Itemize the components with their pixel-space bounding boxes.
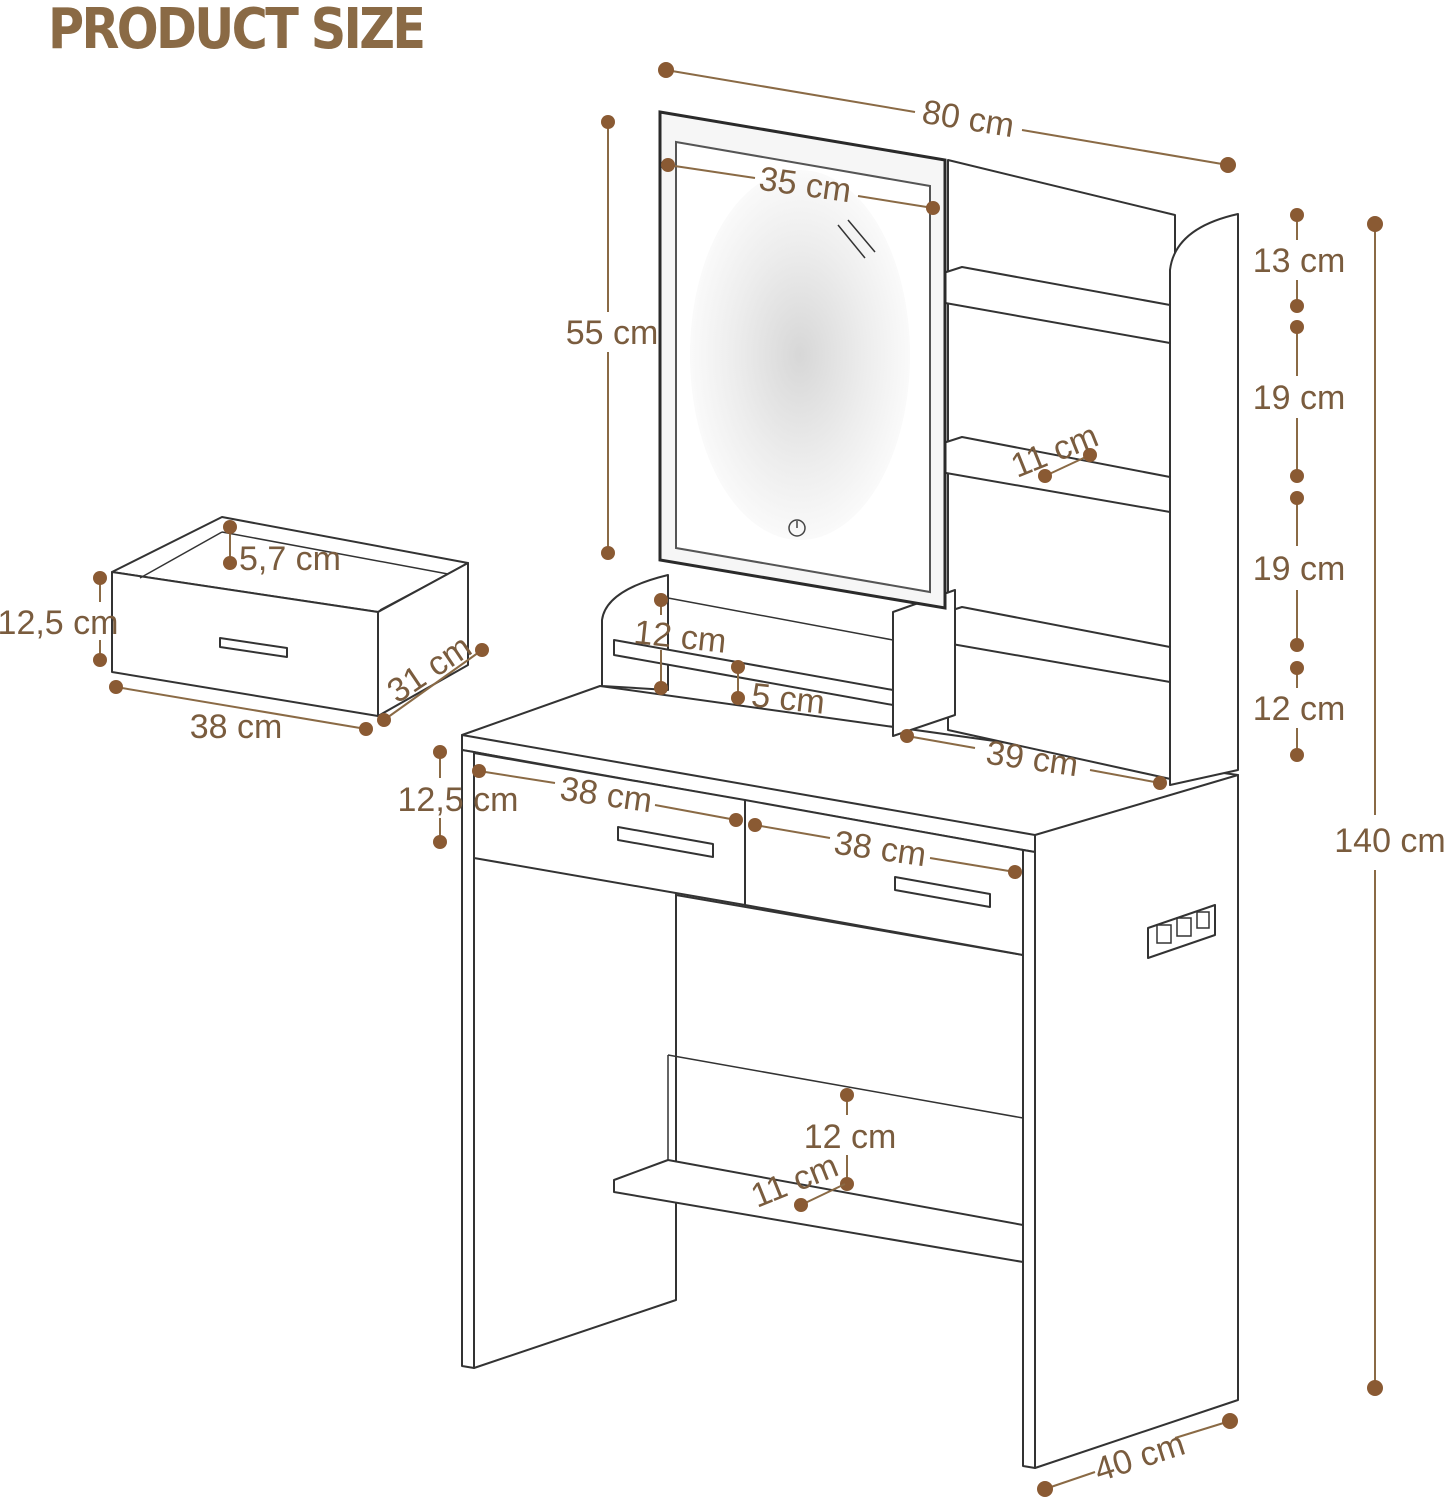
- dimension-lines: [93, 62, 1383, 1497]
- label-total-height: 140 cm: [1334, 822, 1446, 860]
- hutch-right-side: [1169, 213, 1239, 786]
- drawer-handle: [219, 637, 288, 658]
- label-bottom-shelf-height: 12 cm: [804, 1118, 897, 1156]
- label-shelf-gap-4: 12 cm: [1253, 690, 1346, 728]
- label-drawer-height-front: 12,5 cm: [398, 781, 519, 819]
- label-drawer-width: 38 cm: [190, 708, 283, 746]
- power-icon[interactable]: [788, 519, 806, 537]
- label-mirror-height: 55 cm: [566, 314, 659, 352]
- drawer-left-handle[interactable]: [617, 826, 714, 858]
- mirror-reflection-2: [847, 219, 876, 253]
- table-body: [461, 685, 1239, 1469]
- power-socket-icon: [1147, 904, 1216, 959]
- label-shelf-gap-2: 19 cm: [1253, 379, 1346, 417]
- hutch-lower-side: [892, 589, 956, 737]
- left-leg-edge: [461, 749, 475, 1369]
- front-right-leg: [1022, 849, 1036, 1469]
- detached-drawer: [111, 516, 469, 717]
- label-shelf-gap-3: 19 cm: [1253, 550, 1346, 588]
- led-mirror: [658, 110, 947, 610]
- label-total-width: 80 cm: [919, 93, 1016, 145]
- drawer-inner-right: [379, 573, 449, 611]
- drawer-right-handle[interactable]: [894, 876, 991, 908]
- label-drawer-height: 12,5 cm: [0, 604, 118, 642]
- right-side-panel: [1034, 774, 1239, 1469]
- label-small-shelf-step: 5 cm: [749, 676, 826, 721]
- left-cabinet-line: [667, 597, 894, 641]
- mirror-glow: [690, 170, 910, 540]
- drawer-inner-back: [221, 531, 449, 575]
- drawer-inner-left: [139, 531, 223, 579]
- page-title: PRODUCT SIZE: [48, 0, 426, 62]
- bottom-shelf-line: [667, 1054, 1024, 1119]
- drawer-right: [744, 799, 1024, 956]
- bottom-shelf: [613, 1159, 1024, 1263]
- mirror-reflection-1: [837, 224, 866, 259]
- left-small-shelf: [613, 639, 894, 706]
- hutch: [601, 159, 1239, 786]
- label-shelf-gap-1: 13 cm: [1253, 242, 1346, 280]
- label-drawer-inner-height: 5,7 cm: [239, 540, 341, 578]
